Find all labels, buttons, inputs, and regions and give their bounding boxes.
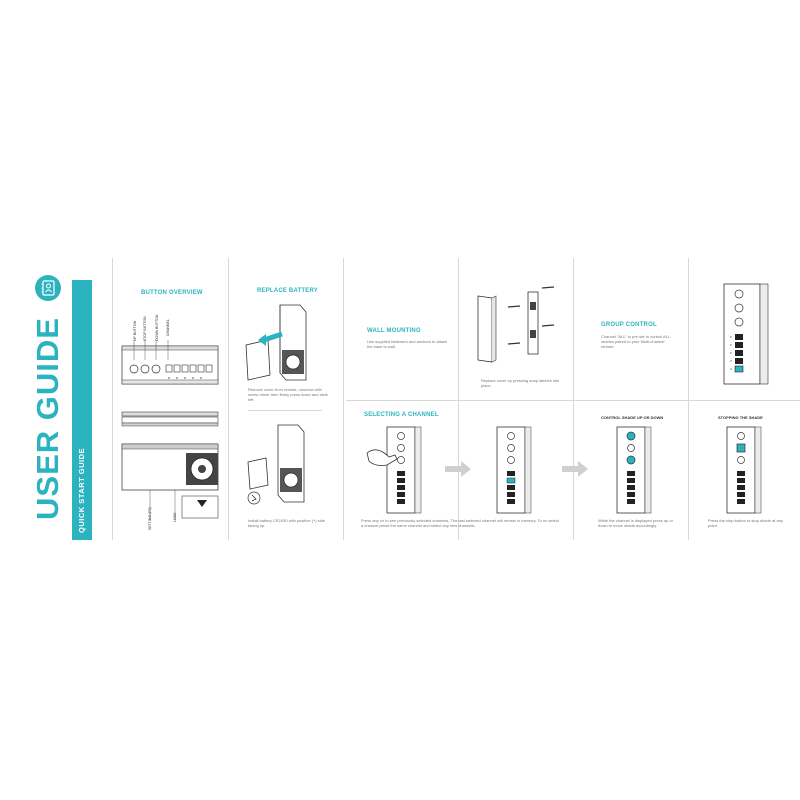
- button-overview-heading: BUTTON OVERVIEW: [141, 290, 203, 296]
- control-shade-remote-illustration: [616, 426, 652, 514]
- replace-battery-heading: REPLACE BATTERY: [257, 288, 319, 294]
- stop-button-label: STOP BUTTON: [143, 316, 147, 341]
- panel-divider: [112, 258, 113, 540]
- cover-title: USER GUIDE: [30, 317, 65, 520]
- stopping-shade-heading: STOPPING THE SHADE: [718, 415, 763, 420]
- group-control-remote-illustration: [723, 283, 769, 385]
- panel-divider-horizontal: [346, 400, 800, 401]
- panel-divider: [688, 258, 689, 540]
- arrow-right-icon: [445, 461, 471, 477]
- wall-mount-illustration: [477, 286, 555, 363]
- wall-mounting-caption: Replace cover by pressing snap latches i…: [481, 378, 560, 388]
- channel-select-remote-illustration-2: [496, 426, 532, 514]
- stopping-shade-remote-illustration: [726, 426, 762, 514]
- control-shade-text: While the channel is displayed press up …: [598, 518, 673, 528]
- down-button-label: DOWN BUTTON: [155, 314, 159, 341]
- cover-icon-circle: [35, 275, 61, 301]
- cover-band: [72, 280, 92, 540]
- panel-divider: [343, 258, 344, 540]
- wall-mounting-heading: WALL MOUNTING: [367, 328, 421, 334]
- lock-label: LOCK: [173, 512, 177, 522]
- remote-side-view-illustration: [121, 411, 219, 427]
- group-control-text: Channel "ALL" is pre-set to control ALL …: [601, 334, 670, 349]
- replace-battery-step2: Install battery CR2430 with positive (+)…: [248, 518, 326, 528]
- up-button-label: UP BUTTON: [133, 320, 137, 341]
- battery-install-illustration: [247, 424, 305, 505]
- remote-top-view-illustration: [121, 340, 219, 385]
- channel-select-remote-illustration-1: [366, 426, 422, 514]
- selecting-channel-heading: SELECTING A CHANNEL: [364, 412, 439, 418]
- remote-back-view-illustration: [121, 443, 219, 520]
- group-control-heading: GROUP CONTROL: [601, 322, 657, 328]
- arrow-right-icon: [562, 461, 588, 477]
- panel-divider: [228, 258, 229, 540]
- battery-step-divider: [248, 410, 322, 411]
- panel-divider: [573, 258, 574, 540]
- cover-subtitle: QUICK START GUIDE: [77, 447, 86, 533]
- setting-label: SETTING (P2): [148, 507, 152, 530]
- channel-label: CHANNEL: [166, 319, 170, 336]
- panel-divider: [458, 258, 459, 540]
- battery-cover-removal-illustration: [245, 304, 307, 381]
- replace-battery-step1: Remove cover from remote, unscrew with s…: [248, 387, 328, 402]
- stopping-shade-text: Press the stop button to stop shade at a…: [708, 518, 783, 528]
- wall-mounting-text: Use supplied fasteners and anchors to at…: [367, 339, 448, 349]
- selecting-channel-text: Press any ch to see previously selected …: [361, 518, 559, 528]
- control-shade-heading: CONTROL SHADE UP OR DOWN: [601, 415, 664, 420]
- contact-book-icon: [41, 280, 55, 296]
